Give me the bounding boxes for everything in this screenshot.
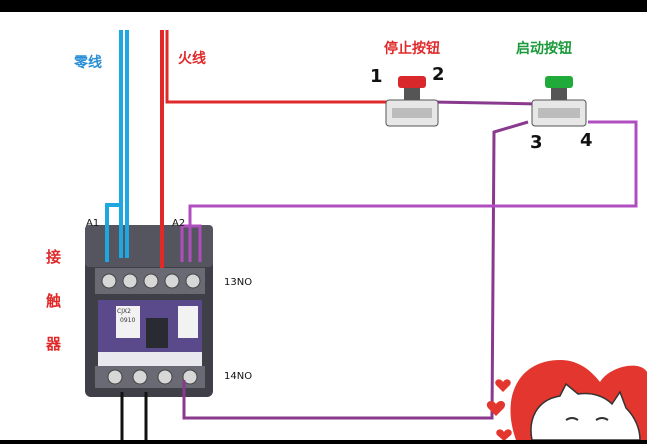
start-button-label: 启动按钮 — [516, 41, 572, 57]
stop-button-cap — [398, 76, 426, 88]
stop-button-stem — [404, 88, 420, 100]
terminal-2-label: 2 — [432, 64, 445, 85]
self-hold-wire — [182, 120, 529, 420]
stop-button-label: 停止按钮 — [384, 41, 440, 57]
bottom-screw-4 — [182, 369, 198, 385]
neutral-wire — [119, 30, 129, 258]
cat-eye-right — [595, 417, 609, 421]
a2-bridge-wire — [180, 224, 202, 262]
neutral-label: 零线 — [74, 55, 102, 71]
stop-to-start-wire — [431, 100, 541, 106]
contactor-char-2: 触 — [46, 292, 62, 310]
contactor-char-1: 接 — [46, 248, 62, 266]
terminal-3-label: 3 — [530, 132, 543, 153]
start-button-cap — [545, 76, 573, 88]
small-heart-3 — [496, 429, 512, 441]
cat-eye-left — [565, 417, 579, 421]
contactor-label-plate — [116, 306, 140, 338]
live-wire-to-stop — [165, 30, 392, 104]
aux-contact-plate — [178, 306, 198, 338]
contactor-char-3: 器 — [46, 335, 62, 353]
small-heart-2 — [486, 401, 506, 416]
bottom-screw-1 — [107, 369, 123, 385]
start-button-device — [531, 76, 587, 127]
bottom-screw-3 — [157, 369, 173, 385]
top-screw-4 — [164, 273, 180, 289]
bottom-terminal-strip — [95, 366, 205, 388]
contact-13no-label: 13NO — [224, 277, 253, 288]
start-button-contacts — [538, 108, 580, 118]
contactor-top-block — [85, 225, 213, 267]
contactor-model-label-2: 0910 — [120, 317, 136, 324]
contactor-lower-band — [98, 352, 202, 366]
contactor — [85, 225, 213, 440]
top-screw-2 — [122, 273, 138, 289]
terminal-1-label: 1 — [370, 66, 383, 87]
start-button-stem — [551, 88, 567, 100]
contactor-window — [146, 318, 168, 348]
cat-sticker — [486, 360, 647, 441]
stop-button-device — [385, 76, 439, 127]
live-label: 火线 — [178, 51, 206, 67]
cat-face — [530, 382, 641, 441]
bottom-screw-2 — [132, 369, 148, 385]
top-screw-5 — [185, 273, 201, 289]
top-screw-3 — [143, 273, 159, 289]
contactor-model-label: CJX2 — [117, 308, 131, 315]
stop-button-contacts — [392, 108, 432, 118]
small-heart-1 — [495, 379, 511, 392]
coil-a1-label: A1 — [86, 218, 100, 229]
neutral-wire-a1 — [105, 203, 121, 262]
coil-a2-label: A2 — [172, 218, 186, 229]
contact-14no-label: 14NO — [224, 371, 253, 382]
terminal-4-label: 4 — [580, 130, 593, 151]
top-screw-1 — [101, 273, 117, 289]
